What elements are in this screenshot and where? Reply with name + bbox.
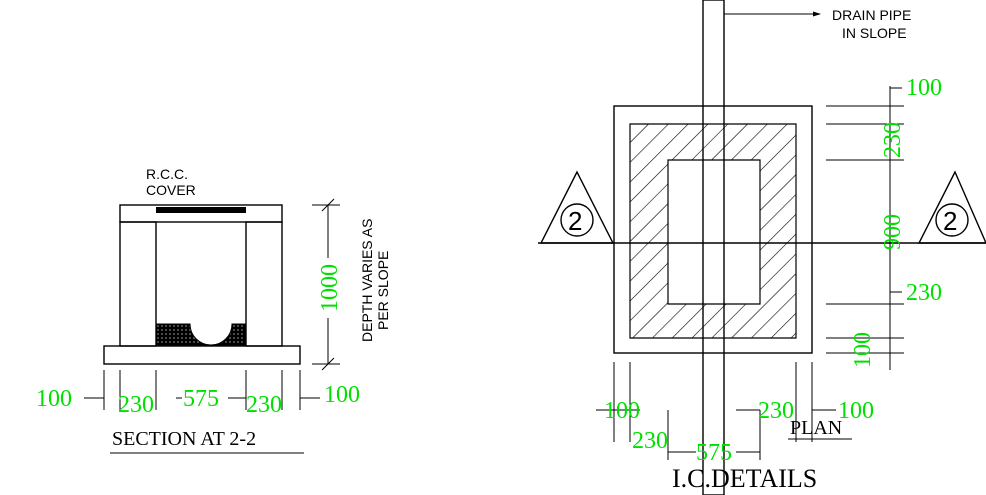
benching (155, 323, 247, 347)
plan-right-dim-230-bottom: 230 (906, 280, 942, 306)
drain-label-line1: DRAIN PIPE (832, 7, 911, 23)
plan-right-dim-230-top: 230 (880, 122, 906, 158)
base-slab (103, 345, 301, 365)
section-dim-230-right: 230 (246, 392, 282, 418)
right-wall (245, 221, 283, 347)
plan-right-dim-100-bottom: 100 (850, 332, 876, 368)
plan-right-dim-100-top: 100 (906, 75, 942, 101)
depth-dimension: 1000 (317, 264, 343, 312)
section-marker-right: 2 (917, 170, 986, 244)
plan-bottom-dim-230-right: 230 (758, 398, 794, 424)
cover-dense-strip (156, 207, 246, 213)
cover-label-line1: R.C.C. (146, 166, 188, 182)
section-marker-left: 2 (539, 170, 615, 244)
section-dim-100-left: 100 (36, 386, 72, 412)
plan-bottom-dim-575: 575 (696, 440, 732, 466)
section-dim-100-right: 100 (324, 382, 360, 408)
plan-base-outline (613, 105, 813, 354)
svg-text:2: 2 (568, 206, 582, 236)
drain-pipe (702, 0, 725, 495)
section-view: R.C.C. COVER 1000 DEPTH VARIES AS PER SL… (36, 166, 391, 454)
plan-title: PLAN (790, 417, 842, 439)
plan-walls (629, 123, 797, 339)
plan-view: DRAIN PIPE IN SLOPE 2 2 100 230 900 230 … (538, 0, 986, 495)
plan-right-dim-900: 900 (880, 214, 906, 250)
drain-label-line2: IN SLOPE (842, 25, 907, 41)
cover-label-line2: COVER (146, 182, 196, 198)
depth-note-line2: PER SLOPE (375, 251, 391, 330)
plan-bottom-dim-230-left: 230 (632, 428, 668, 454)
drawing-title: I.C.DETAILS (672, 464, 817, 493)
section-title: SECTION AT 2-2 (112, 428, 256, 450)
section-dim-575: 575 (183, 386, 219, 412)
section-dim-230-left: 230 (118, 392, 154, 418)
left-wall (119, 221, 157, 347)
plan-bottom-dim-100-left: 100 (604, 398, 640, 424)
svg-text:2: 2 (943, 206, 957, 236)
plan-bottom-dim-100-right: 100 (838, 398, 874, 424)
depth-note-line1: DEPTH VARIES AS (359, 219, 375, 342)
